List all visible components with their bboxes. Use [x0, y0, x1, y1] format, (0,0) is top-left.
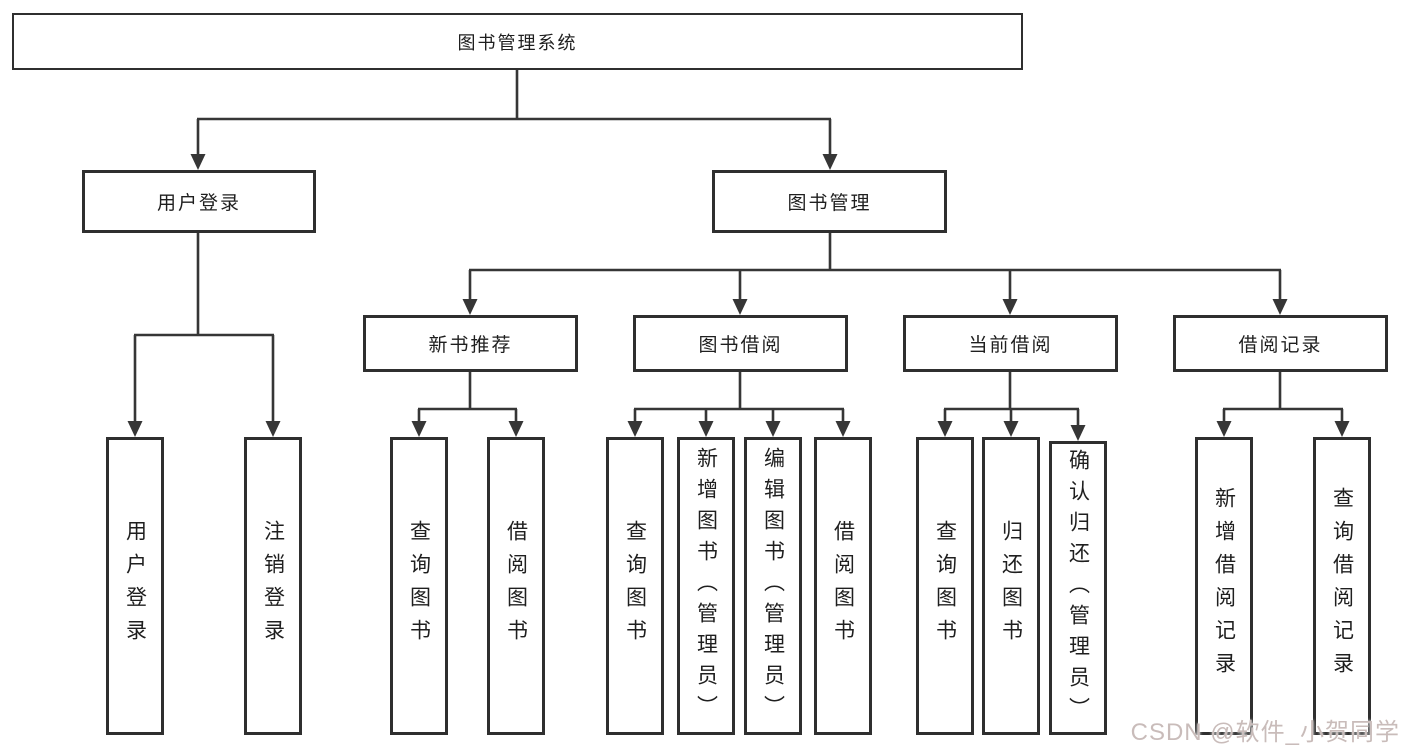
node-new-book-recommend: 新书推荐	[363, 315, 578, 372]
leaf-return-books: 归还图书	[982, 437, 1040, 735]
leaf-query-books-current: 查询图书	[916, 437, 974, 735]
leaf-query-borrow-record: 查询借阅记录	[1313, 437, 1371, 735]
leaf-borrow-books-recommend: 借阅图书	[487, 437, 545, 735]
node-library-management-system: 图书管理系统	[12, 13, 1023, 70]
leaf-query-books-recommend: 查询图书	[390, 437, 448, 735]
node-user-login: 用户登录	[82, 170, 316, 233]
node-borrow-records: 借阅记录	[1173, 315, 1388, 372]
node-current-borrow: 当前借阅	[903, 315, 1118, 372]
leaf-add-borrow-record: 新增借阅记录	[1195, 437, 1253, 735]
leaf-borrow-books: 借阅图书	[814, 437, 872, 735]
leaf-edit-books-admin: 编辑图书（管理员）	[744, 437, 802, 735]
node-book-management: 图书管理	[712, 170, 947, 233]
arrowheads	[127, 154, 1350, 441]
leaf-logout: 注销登录	[244, 437, 302, 735]
leaf-add-books-admin: 新增图书（管理员）	[677, 437, 735, 735]
leaf-confirm-return-admin: 确认归还（管理员）	[1049, 441, 1107, 735]
leaf-query-books-borrow: 查询图书	[606, 437, 664, 735]
watermark-text: CSDN @软件_小贺同学	[1130, 719, 1400, 746]
node-book-borrow: 图书借阅	[633, 315, 848, 372]
leaf-user-login: 用户登录	[106, 437, 164, 735]
